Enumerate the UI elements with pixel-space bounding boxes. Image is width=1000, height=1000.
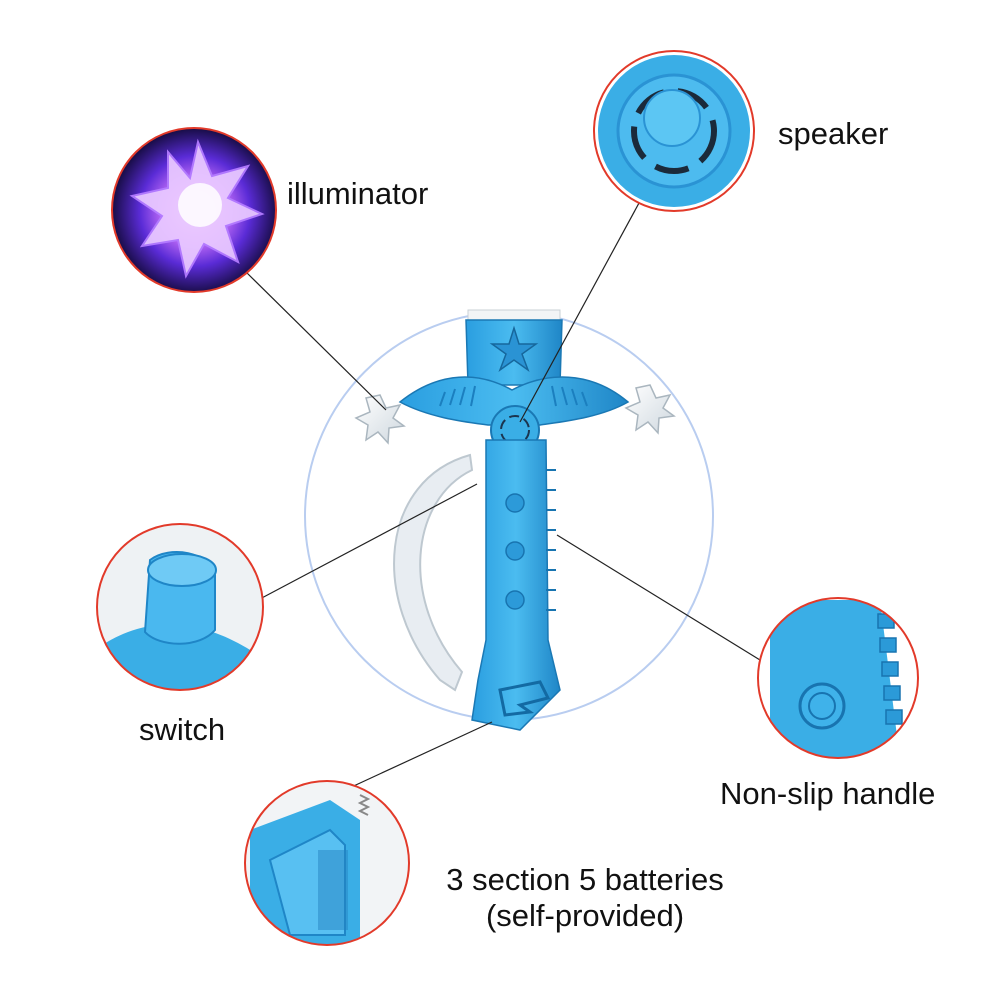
switch-label: switch — [139, 712, 226, 747]
lightning-emblem-icon — [498, 680, 551, 717]
batteries-label-line2: (self-provided) — [485, 898, 685, 933]
toy-sword — [354, 309, 676, 731]
crystal-guard — [393, 453, 474, 692]
crystal-star-left — [354, 394, 406, 445]
non-slip-handle-label: Non-slip handle — [720, 776, 936, 811]
detail-speaker — [593, 50, 755, 212]
detail-illuminator — [111, 127, 277, 293]
sword-handle — [471, 439, 561, 731]
star-icon — [489, 325, 539, 373]
detail-batteries — [244, 780, 410, 946]
detail-switch — [96, 523, 264, 691]
batteries-label: 3 section 5 batteries (self-provided) — [420, 862, 750, 934]
speaker-label: speaker — [778, 116, 889, 151]
leader-lines — [245, 191, 761, 791]
cross-guard — [398, 376, 630, 426]
batteries-label-line1: 3 section 5 batteries — [446, 862, 724, 897]
crystal-star-right — [624, 384, 676, 435]
illuminator-label: illuminator — [287, 176, 429, 211]
detail-handle — [757, 597, 919, 759]
